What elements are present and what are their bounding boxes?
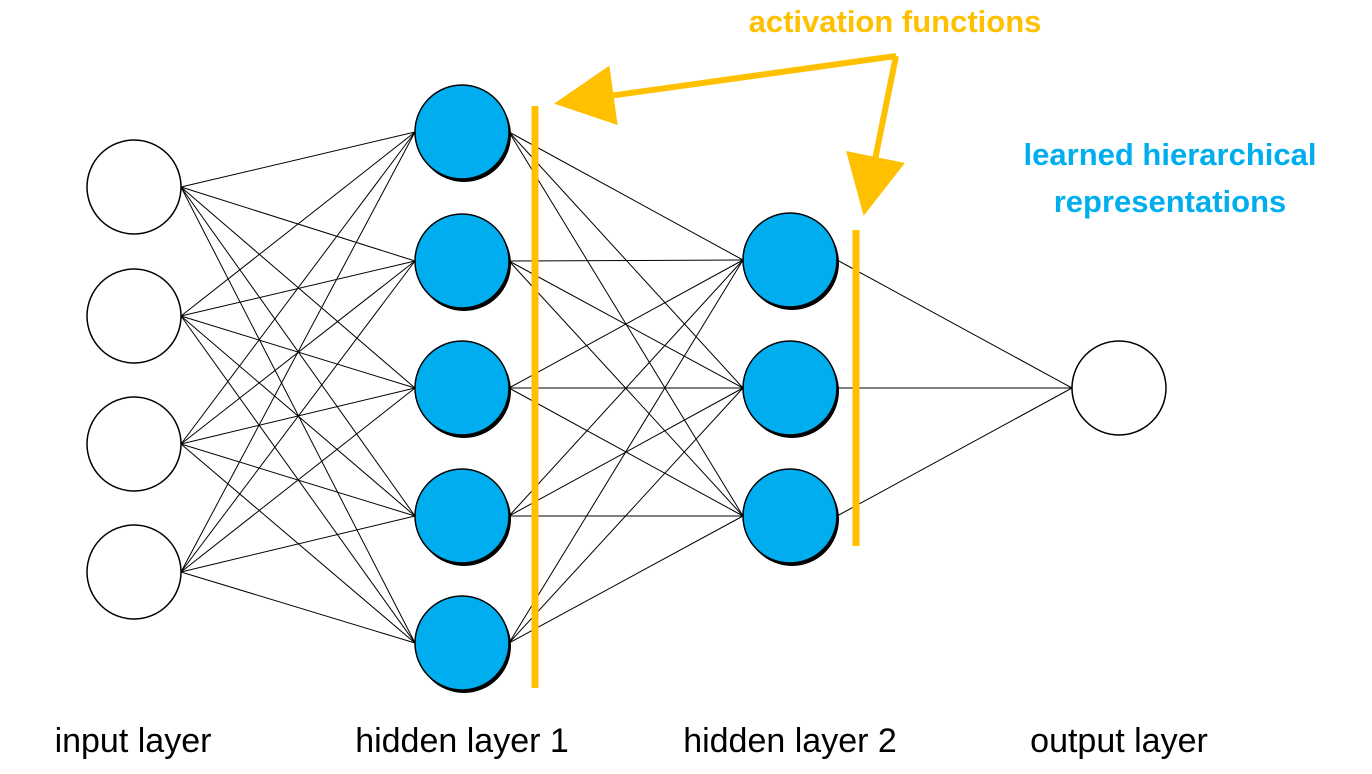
- layer-label-output: output layer: [1030, 722, 1208, 760]
- edge-hidden-1-5-to-hidden-2-1: [508, 259, 744, 644]
- node-output-1: [1071, 340, 1167, 436]
- node-input-4: [86, 524, 182, 620]
- edge-input-2-to-hidden-1-1: [180, 131, 416, 317]
- edge-input-4-to-hidden-1-1: [180, 131, 416, 573]
- connection-edges: [180, 131, 1073, 644]
- node-hidden-1-5: [414, 595, 510, 691]
- activation-arrows: [554, 53, 905, 216]
- edge-hidden-1-3-to-hidden-2-1: [508, 259, 744, 389]
- edge-input-4-to-hidden-1-2: [180, 260, 416, 573]
- node-hidden-1-4: [414, 468, 510, 564]
- edge-input-1-to-hidden-1-5: [180, 186, 416, 644]
- layer-label-hidden-2: hidden layer 2: [683, 722, 897, 760]
- edge-hidden-2-1-to-output-1: [836, 259, 1073, 389]
- edge-hidden-1-5-to-hidden-2-3: [508, 515, 744, 644]
- node-hidden-2-2: [742, 340, 838, 436]
- node-hidden-1-1: [414, 84, 510, 180]
- node-hidden-1-2: [414, 213, 510, 309]
- edge-hidden-1-2-to-hidden-2-1: [508, 259, 744, 262]
- activation-functions-label: activation functions: [749, 4, 1042, 39]
- network-nodes: [86, 84, 1167, 693]
- edge-input-1-to-hidden-1-1: [180, 131, 416, 188]
- edge-hidden-1-5-to-hidden-2-2: [508, 387, 744, 644]
- layer-label-hidden-1: hidden layer 1: [355, 722, 569, 760]
- node-input-2: [86, 268, 182, 364]
- arrow-to-hidden-2-activation: [846, 55, 905, 216]
- layer-label-input: input layer: [55, 722, 212, 760]
- node-input-3: [86, 396, 182, 492]
- node-hidden-2-1: [742, 212, 838, 308]
- node-input-1: [86, 139, 182, 235]
- edge-hidden-2-3-to-output-1: [836, 387, 1073, 517]
- edge-input-4-to-hidden-1-4: [180, 515, 416, 573]
- activation-bars: [531, 106, 860, 688]
- edge-input-4-to-hidden-1-5: [180, 571, 416, 644]
- edge-hidden-1-4-to-hidden-2-1: [508, 259, 744, 517]
- learned-representations-label-line2: representations: [1054, 184, 1287, 219]
- edge-hidden-1-1-to-hidden-2-1: [508, 131, 744, 261]
- edge-input-4-to-hidden-1-3: [180, 387, 416, 573]
- arrow-to-hidden-1-activation: [554, 53, 897, 126]
- node-hidden-2-3: [742, 468, 838, 564]
- edge-input-3-to-hidden-1-1: [180, 131, 416, 445]
- learned-representations-label-line1: learned hierarchical: [1024, 137, 1317, 172]
- node-hidden-1-3: [414, 340, 510, 436]
